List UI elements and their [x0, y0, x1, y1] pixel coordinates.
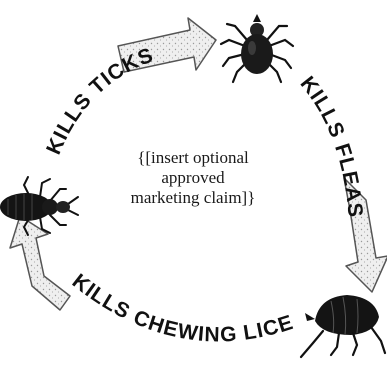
cycle-arrow-left: [10, 216, 70, 310]
marketing-claim: {[insert optional approved marketing cla…: [118, 148, 268, 208]
label-kills-chewing-lice: KILLS CHEWING LICE: [68, 270, 297, 347]
tick-icon: [221, 14, 293, 82]
label-kills-fleas: KILLS FLEAS: [296, 72, 367, 219]
marketing-claim-line-3: marketing claim]}: [118, 188, 268, 208]
label-kills-ticks: KILLS TICKS: [42, 43, 157, 157]
louse-icon: [0, 177, 78, 235]
marketing-claim-line-2: approved: [118, 168, 268, 188]
marketing-claim-line-1: {[insert optional: [118, 148, 268, 168]
flea-icon: [301, 295, 385, 357]
